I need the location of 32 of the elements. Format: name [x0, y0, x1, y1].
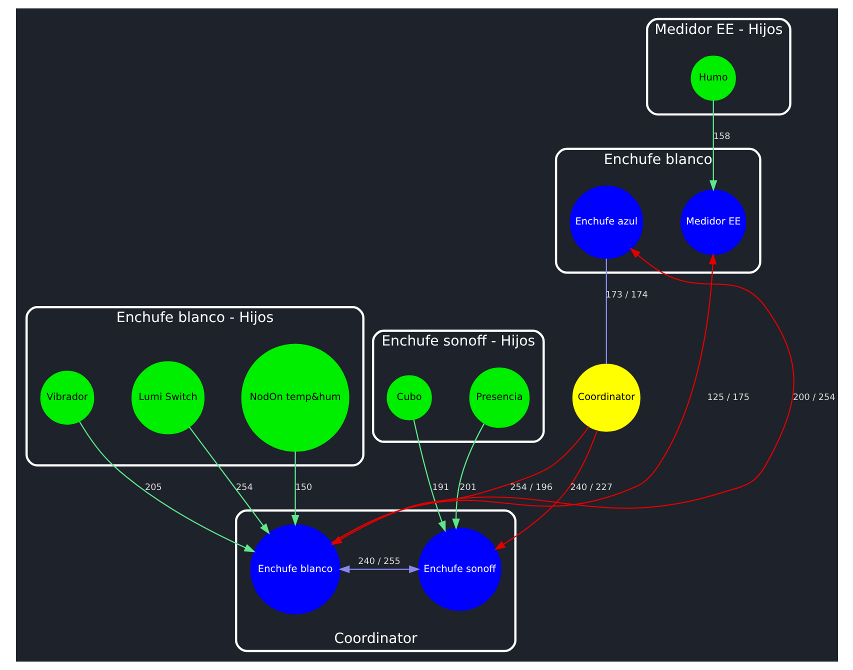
arrow [290, 451, 299, 526]
arrow [452, 424, 484, 530]
edge-label: 254 / 196 [510, 483, 552, 494]
arrow [188, 426, 270, 534]
edge-label: 205 [144, 483, 162, 494]
arrow [78, 421, 255, 552]
edge-label: 200 / 254 [792, 392, 835, 403]
arrow [330, 426, 589, 546]
arrow [330, 253, 716, 544]
edge-label: 191 [432, 483, 449, 494]
node-circle: Humo [690, 56, 736, 101]
node-circle: Vibrador [40, 370, 94, 425]
node-circle: Coordinator [572, 364, 640, 432]
arrow [330, 248, 794, 544]
arrow [708, 100, 717, 192]
arrow [412, 420, 446, 532]
edge-label: 240 / 227 [570, 483, 612, 494]
edge-label: 240 / 255 [358, 556, 400, 567]
node-circle: Cubo [386, 375, 432, 420]
node-circle: Enchufe sonoff [418, 528, 501, 611]
node-circle: Lumi Switch [131, 361, 204, 434]
edge-label: 158 [712, 132, 730, 142]
node-circle: NodOn temp&hum [240, 344, 349, 452]
arrow [494, 430, 598, 550]
edge-label: 125 / 175 [706, 392, 750, 403]
edge-label: 150 [294, 483, 312, 494]
node-circle: Medidor EE [680, 190, 746, 256]
node-circle: Presencia [468, 368, 530, 428]
arrow [338, 565, 420, 574]
edge-label: 254 [236, 483, 252, 494]
connector [605, 258, 606, 364]
edge-label: 201 [459, 483, 476, 494]
